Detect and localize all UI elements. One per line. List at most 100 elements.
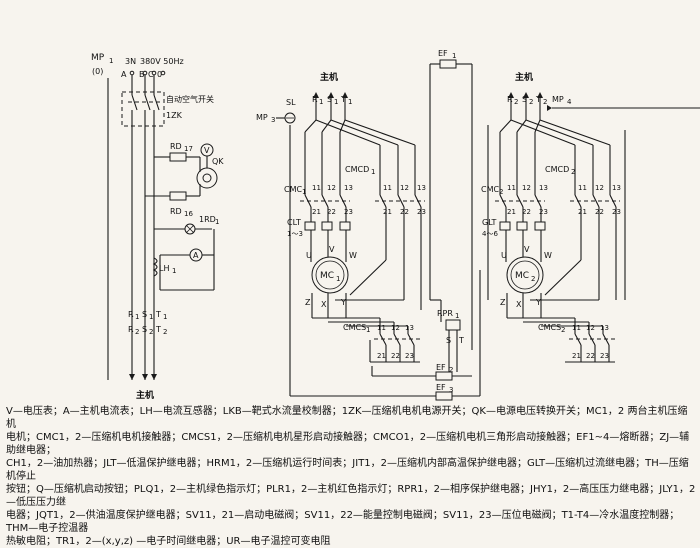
svg-text:23: 23 <box>539 208 548 216</box>
svg-text:11: 11 <box>507 184 516 192</box>
clt-element-2 <box>321 221 333 231</box>
svg-text:2: 2 <box>561 326 565 334</box>
arrow-s <box>142 374 148 380</box>
svg-text:13: 13 <box>612 184 621 192</box>
svg-text:23: 23 <box>344 208 353 216</box>
legend-text: V—电压表；A—主机电流表；LH—电流互感器；LKB—靶式水流量校制器；1ZK—… <box>6 405 696 548</box>
svg-text:2: 2 <box>135 328 139 336</box>
svg-text:12: 12 <box>391 324 400 332</box>
svg-text:1: 1 <box>452 52 456 60</box>
unit2-contacts-top: 11 12 13 11 12 13 <box>507 184 621 192</box>
svg-text:1: 1 <box>149 313 153 321</box>
svg-text:1: 1 <box>336 275 340 283</box>
out-t1: T <box>155 310 161 319</box>
unit2-mp4: MP <box>552 95 564 104</box>
svg-text:Z: Z <box>305 298 311 307</box>
switch-id-label: 1ZK <box>166 111 183 120</box>
breaker-contact-b <box>144 94 151 111</box>
phase-b: B <box>139 70 145 79</box>
svg-text:1: 1 <box>135 313 139 321</box>
svg-text:V: V <box>329 245 335 254</box>
svg-text:R: R <box>312 95 318 104</box>
unit1-contacts-bottom: 11 12 13 21 22 23 <box>377 324 414 360</box>
svg-text:11: 11 <box>572 324 581 332</box>
current-transformer-icon <box>152 257 158 277</box>
svg-text:1: 1 <box>371 168 375 176</box>
unit1-clt: CLT <box>287 218 301 227</box>
svg-text:12: 12 <box>327 184 336 192</box>
unit2-title: 主机 <box>515 71 533 83</box>
svg-text:21: 21 <box>507 208 516 216</box>
svg-text:13: 13 <box>405 324 414 332</box>
svg-text:T: T <box>458 336 464 345</box>
glt-element-3 <box>534 221 546 231</box>
svg-text:11: 11 <box>312 184 321 192</box>
terminal-a <box>129 70 135 76</box>
rd16-label: RD <box>170 207 182 216</box>
unit1-cmc: CMC <box>284 185 302 194</box>
supply-section: MP 1 (0) 3N 380V 50Hz A B C 0 自动空气开关 1ZK <box>91 53 224 401</box>
svg-text:21: 21 <box>572 352 581 360</box>
svg-text:EF: EF <box>436 363 446 372</box>
voltage-label: 380V 50Hz <box>140 57 184 66</box>
svg-text:T: T <box>535 95 541 104</box>
svg-text:2: 2 <box>543 98 547 106</box>
svg-text:22: 22 <box>391 352 400 360</box>
svg-text:4: 4 <box>567 98 572 106</box>
svg-text:1: 1 <box>163 313 167 321</box>
svg-text:2: 2 <box>449 366 453 374</box>
unit2-cmcd: CMCD <box>545 165 569 174</box>
svg-text:1: 1 <box>348 98 352 106</box>
main-bottom-label: 主机 <box>136 389 154 401</box>
out-t2: T <box>155 325 161 334</box>
svg-text:13: 13 <box>417 184 426 192</box>
voltmeter-label: V <box>204 146 210 155</box>
svg-text:2: 2 <box>529 98 533 106</box>
svg-text:12: 12 <box>595 184 604 192</box>
svg-text:U: U <box>306 251 312 260</box>
clt-element-1 <box>304 221 316 231</box>
unit2-glt: GLT <box>482 218 497 227</box>
unit1-contacts-mid: 21 22 23 21 22 23 <box>312 208 426 216</box>
fuse-rd16 <box>169 191 187 201</box>
svg-text:2: 2 <box>571 168 575 176</box>
rpr-relay <box>445 319 461 331</box>
lh-sub: 1 <box>172 267 176 275</box>
rd17-label: RD <box>170 142 182 151</box>
svg-text:Y: Y <box>340 298 346 307</box>
svg-text:4～6: 4～6 <box>482 230 498 238</box>
svg-text:1: 1 <box>334 98 338 106</box>
svg-text:3: 3 <box>271 116 275 124</box>
unit1-rpr: RPR <box>437 309 453 318</box>
glt-element-1 <box>499 221 511 231</box>
svg-text:T: T <box>340 95 346 104</box>
svg-text:1～3: 1～3 <box>287 230 303 238</box>
auto-switch-label: 自动空气开关 <box>166 94 214 104</box>
clt-element-3 <box>339 221 351 231</box>
motor1-label: MC <box>320 271 334 281</box>
out-r2: R <box>128 325 134 334</box>
breaker-contact-a <box>131 94 138 111</box>
svg-text:21: 21 <box>377 352 386 360</box>
svg-text:EF: EF <box>436 383 446 392</box>
diagram-root: MP 1 (0) 3N 380V 50Hz A B C 0 自动空气开关 1ZK <box>6 49 700 547</box>
phase-0: 0 <box>157 70 162 79</box>
svg-text:2: 2 <box>514 98 518 106</box>
unit1-mp3: MP <box>256 113 268 122</box>
lh-label: LH <box>159 264 169 273</box>
svg-text:2: 2 <box>163 328 167 336</box>
svg-text:22: 22 <box>327 208 336 216</box>
rd16-sub: 16 <box>184 210 193 218</box>
unit1-cmcs: CMCS <box>343 323 366 332</box>
phase-a: A <box>121 70 127 79</box>
unit2-section: 主机 R 2 S 2 T 2 MP 4 CMCD 2 CMC 2 11 <box>481 71 700 363</box>
svg-text:23: 23 <box>600 352 609 360</box>
phase-header: 3N <box>125 57 136 66</box>
arrow-t <box>151 374 157 380</box>
svg-text:21: 21 <box>312 208 321 216</box>
motor1-icon <box>311 256 349 294</box>
svg-text:11: 11 <box>383 184 392 192</box>
svg-text:X: X <box>516 300 522 309</box>
rd17-sub: 17 <box>184 145 193 153</box>
svg-text:1: 1 <box>455 312 459 320</box>
